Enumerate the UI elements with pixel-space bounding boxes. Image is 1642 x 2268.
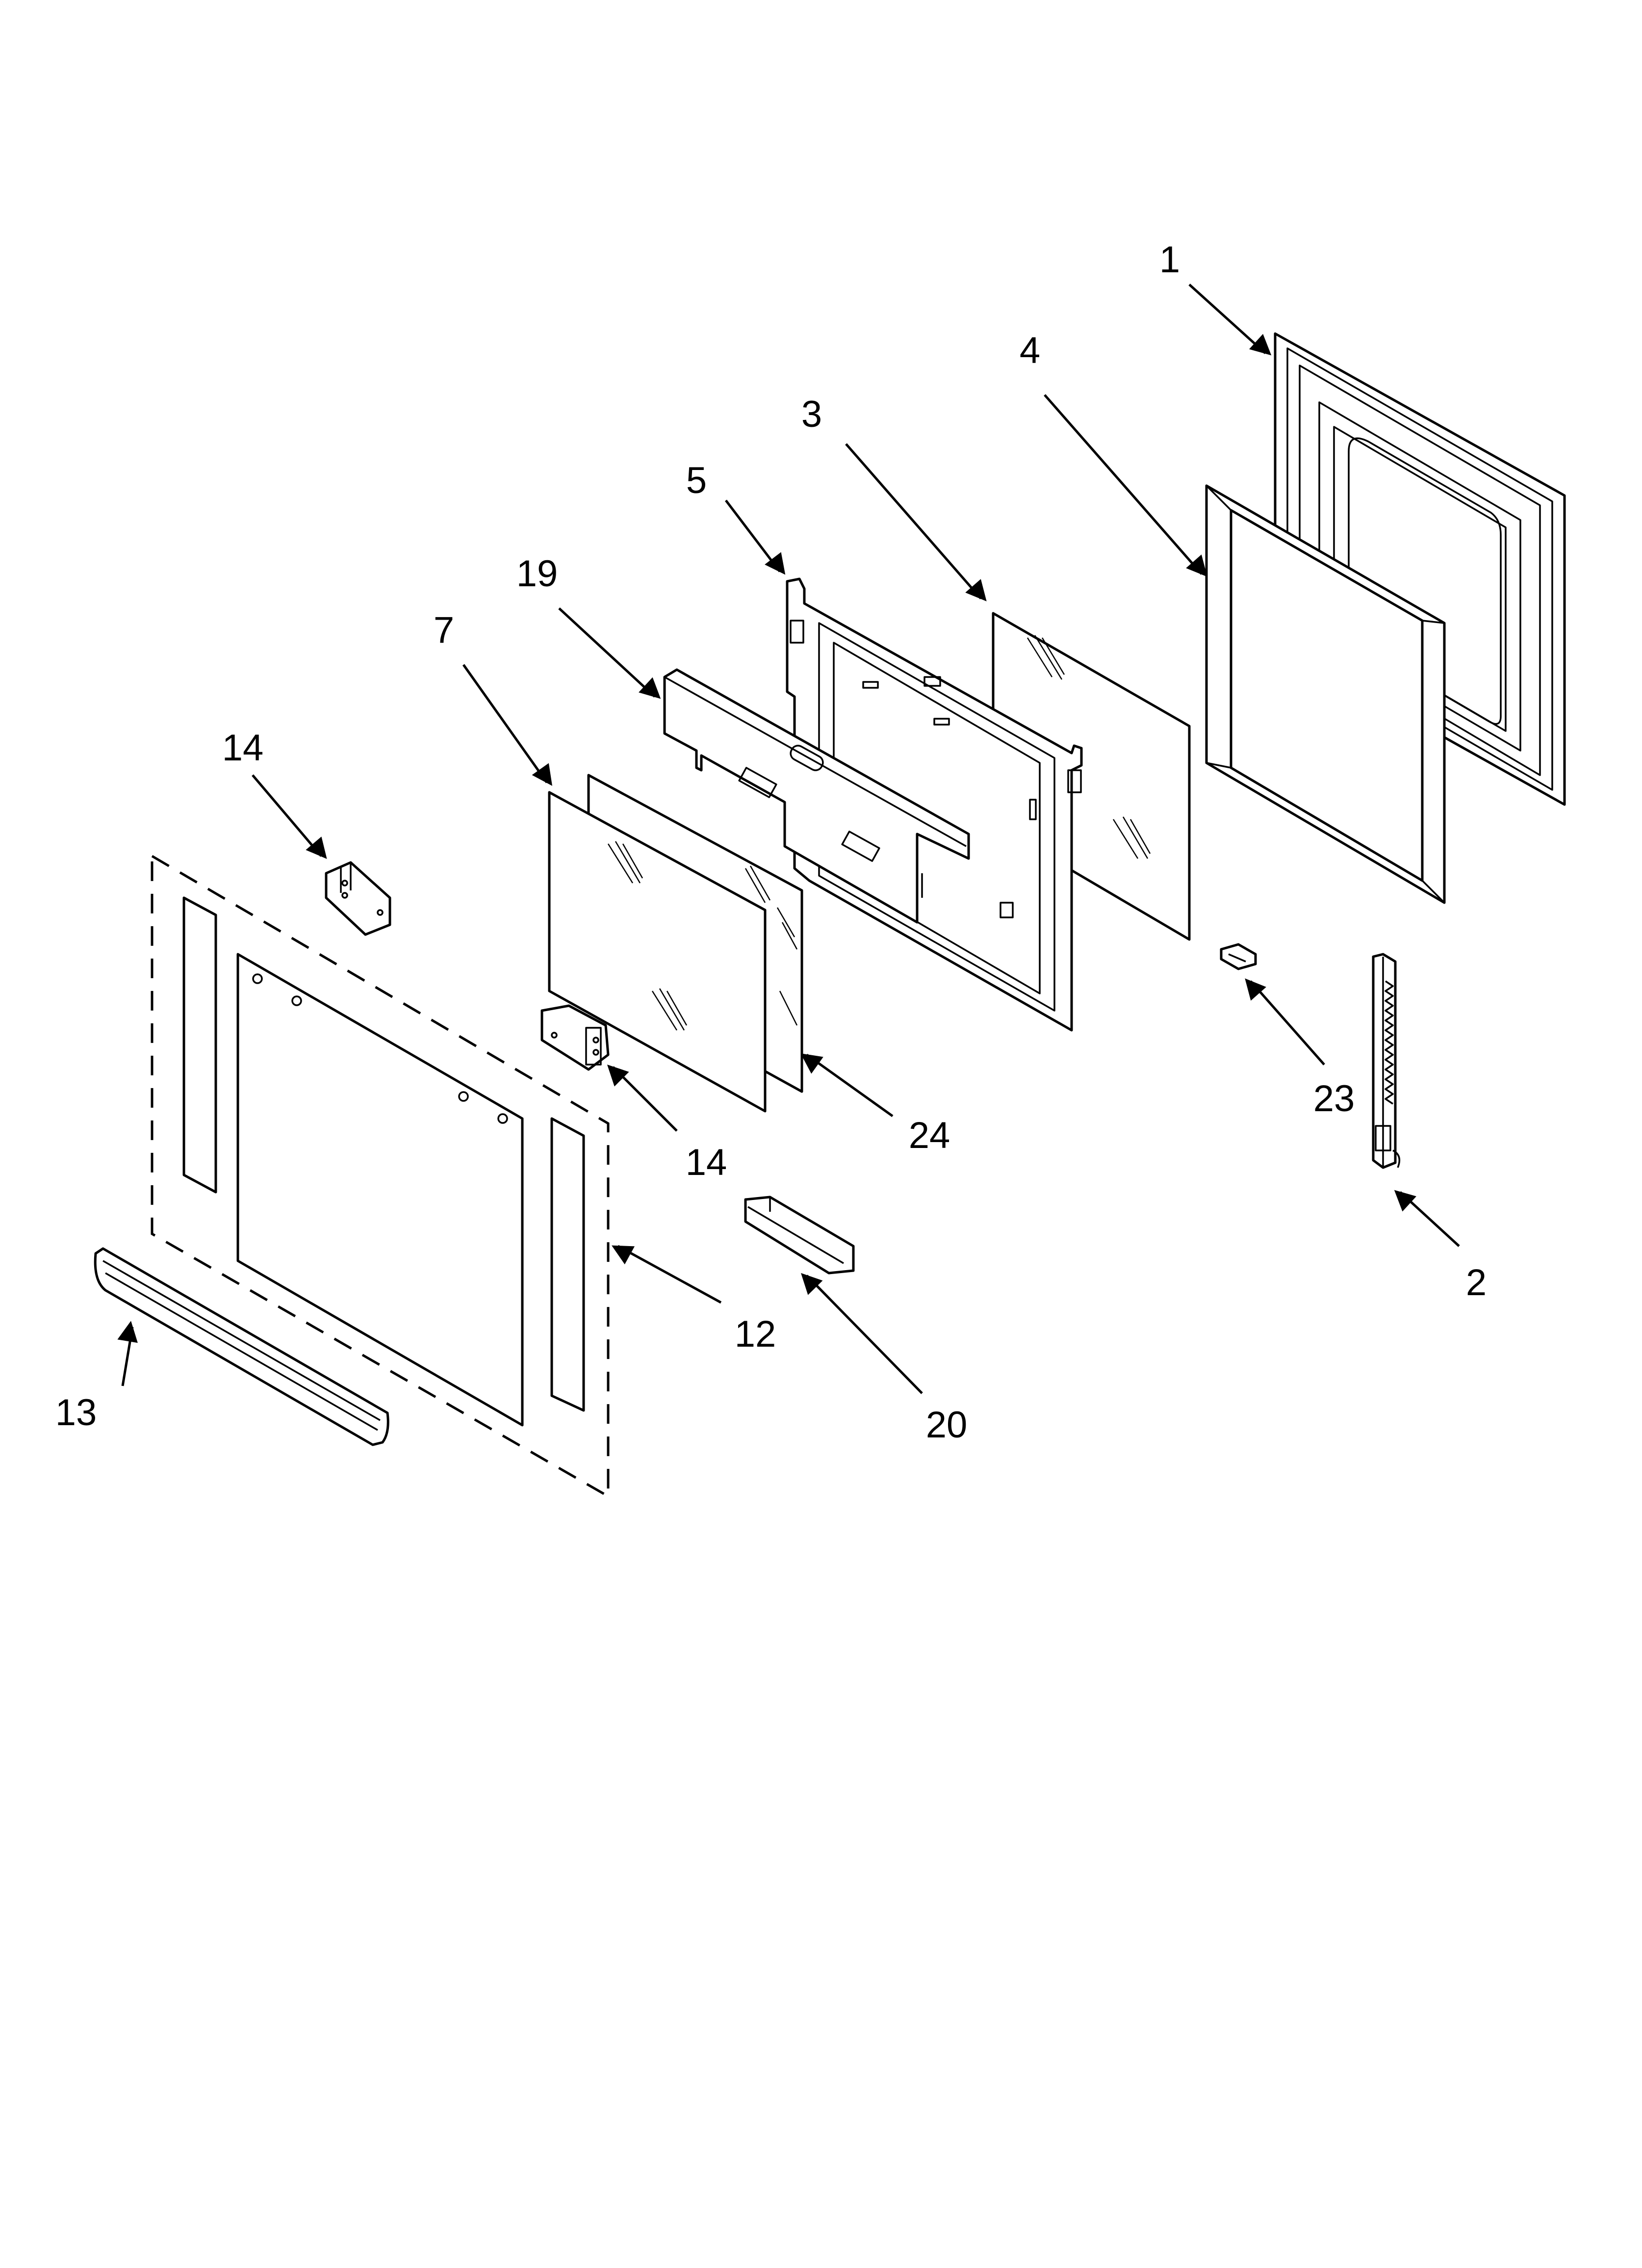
leader-lines xyxy=(117,284,1460,1394)
callout-2: 2 xyxy=(1466,1262,1487,1303)
callout-13: 13 xyxy=(55,1392,97,1434)
part-12-outer-door-assembly xyxy=(151,854,610,1499)
part-4-door-gasket-frame xyxy=(1205,484,1446,904)
callout-7: 7 xyxy=(434,609,454,651)
callout-1: 1 xyxy=(1159,239,1180,281)
callout-12: 12 xyxy=(735,1313,776,1355)
part-7-glass-pane xyxy=(548,791,767,1113)
callout-3: 3 xyxy=(801,393,822,435)
part-13-door-handle xyxy=(94,1247,389,1446)
callout-labels: 1 2 3 4 5 7 12 13 14 14 19 20 23 24 xyxy=(55,239,1487,1446)
callout-19: 19 xyxy=(516,553,558,595)
part-1-outer-door-frame xyxy=(1274,332,1566,806)
callout-14-lower: 14 xyxy=(686,1142,727,1183)
part-2-hinge-assembly xyxy=(1372,953,1401,1169)
callout-24: 24 xyxy=(909,1115,950,1156)
callout-23: 23 xyxy=(1313,1078,1355,1120)
callout-5: 5 xyxy=(686,460,707,501)
callout-14-upper: 14 xyxy=(222,727,264,769)
part-20-vent-strip xyxy=(744,1196,855,1275)
part-14-hinge-bracket-lower xyxy=(540,1004,610,1071)
part-19-heat-shield xyxy=(663,668,970,924)
callout-20: 20 xyxy=(926,1404,968,1446)
part-14-hinge-bracket-upper xyxy=(325,861,391,936)
callout-4: 4 xyxy=(1020,330,1040,371)
part-23-clip xyxy=(1220,943,1257,970)
